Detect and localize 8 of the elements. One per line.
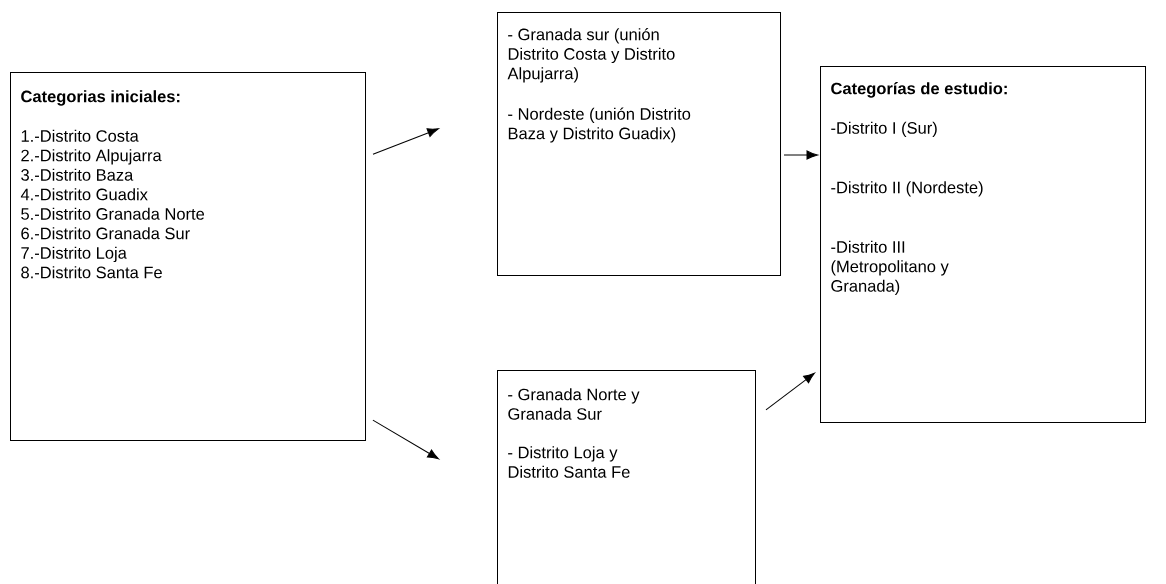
arrow (783, 150, 818, 160)
text-box: - Granada Norte y Granada Sur - Distrito Loja y Distrito Santa Fe (497, 370, 756, 584)
arrow (372, 419, 439, 460)
text-box: Categorias iniciales: 1.-Distrito Costa 2.-Distrito Alpujarra 3.-Distrito Baza 4.-Distrito Guadix 5.-Distrito Granada Norte 6.-Distrito Granada Sur 7.-Distrito Loja 8.-Distrito Santa Fe (10, 72, 366, 441)
arrow (372, 128, 439, 155)
text-box: Categorías de estudio: -Distrito I (Sur) -Distrito II (Nordeste) -Distrito III (Metropolitano y Granada) (820, 66, 1146, 423)
arrow (765, 372, 815, 411)
text-box: - Granada sur (unión Distrito Costa y Distrito Alpujarra) - Nordeste (unión Distrito Baza y Distrito Guadix) (497, 12, 781, 276)
